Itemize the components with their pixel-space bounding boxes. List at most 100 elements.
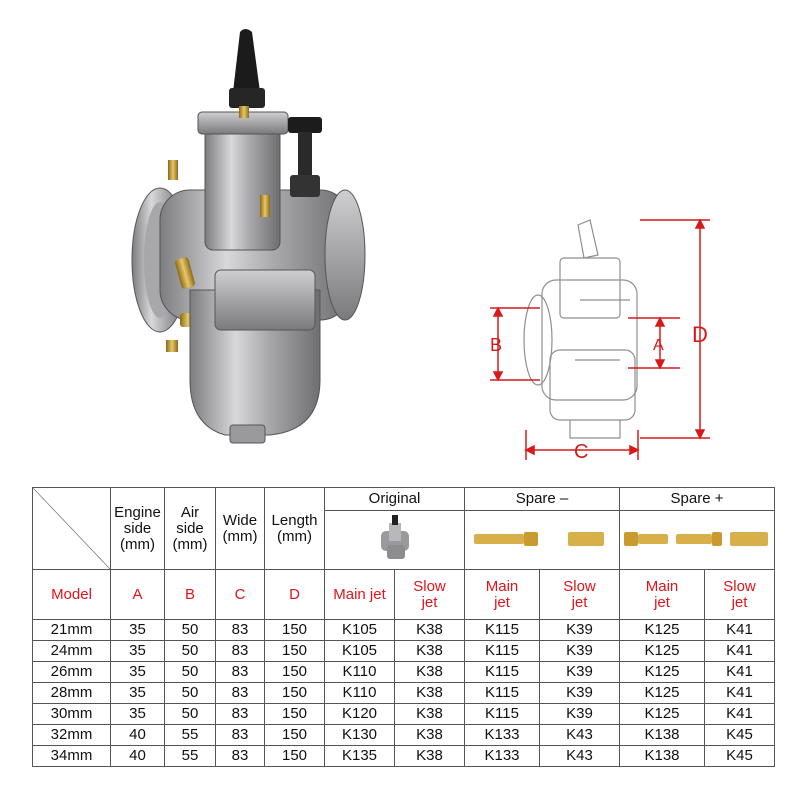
cell-model: 21mm (32, 619, 111, 641)
cell-minus-main: K115 (464, 619, 540, 641)
spare-plus-jets-thumbnail (619, 510, 776, 570)
cell-minus-main: K133 (464, 724, 540, 746)
original-carburetor-thumbnail (324, 510, 465, 570)
header-original: Original (324, 487, 465, 511)
cell-minus-slow: K43 (538, 724, 621, 746)
cell-orig-main: K105 (324, 619, 395, 641)
cell-d: 150 (264, 661, 325, 683)
header-wide: Wide (mm) (215, 487, 265, 570)
cell-plus-main: K125 (619, 703, 706, 725)
cell-plus-slow: K41 (704, 640, 776, 662)
cell-plus-slow: K41 (704, 661, 776, 683)
cell-a: 35 (110, 703, 165, 725)
cell-model: 34mm (32, 745, 111, 767)
cell-plus-main: K125 (619, 682, 706, 704)
cell-c: 83 (215, 745, 265, 767)
cell-minus-main: K115 (464, 640, 540, 662)
cell-a: 40 (110, 745, 165, 767)
cell-minus-main: K115 (464, 682, 540, 704)
cell-minus-main: K133 (464, 745, 540, 767)
spec-table: Engine side (mm) Air side (mm) Wide (mm)… (32, 487, 776, 767)
cell-plus-slow: K45 (704, 745, 776, 767)
cell-model: 24mm (32, 640, 111, 662)
cell-c: 83 (215, 724, 265, 746)
cell-b: 50 (164, 619, 216, 641)
header-minus-slow-jet: Slow jet (538, 569, 621, 620)
cell-model: 32mm (32, 724, 111, 746)
cell-d: 150 (264, 724, 325, 746)
cell-c: 83 (215, 640, 265, 662)
cell-b: 50 (164, 640, 216, 662)
spare-minus-jets-thumbnail (463, 510, 621, 570)
cell-model: 28mm (32, 682, 111, 704)
cell-orig-main: K120 (324, 703, 395, 725)
cell-minus-slow: K39 (538, 619, 621, 641)
cell-orig-slow: K38 (394, 640, 465, 662)
brass-jets-icon (624, 532, 769, 546)
header-spare-minus: Spare – (463, 487, 621, 511)
header-air-side: Air side (mm) (164, 487, 216, 570)
cell-plus-slow: K41 (704, 619, 776, 641)
cell-d: 150 (264, 682, 325, 704)
diagonal-corner-cell (32, 487, 111, 570)
cell-minus-slow: K39 (538, 682, 621, 704)
header-plus-main-jet: Main jet (619, 569, 706, 620)
cell-plus-slow: K45 (704, 724, 776, 746)
cell-orig-slow: K38 (394, 724, 465, 746)
cell-orig-slow: K38 (394, 703, 465, 725)
cell-b: 55 (164, 724, 216, 746)
cell-b: 55 (164, 745, 216, 767)
cell-orig-main: K105 (324, 640, 395, 662)
cell-a: 35 (110, 682, 165, 704)
cell-a: 40 (110, 724, 165, 746)
cell-d: 150 (264, 703, 325, 725)
cell-a: 35 (110, 661, 165, 683)
cell-minus-slow: K43 (538, 745, 621, 767)
cell-c: 83 (215, 703, 265, 725)
header-plus-slow-jet: Slow jet (704, 569, 776, 620)
header-model: Model (32, 569, 111, 620)
header-col-b: B (164, 569, 216, 620)
header-col-d: D (264, 569, 325, 620)
cell-minus-slow: K39 (538, 640, 621, 662)
dimension-diagram: B A D C (490, 218, 710, 463)
cell-c: 83 (215, 682, 265, 704)
header-engine-side: Engine side (mm) (110, 487, 165, 570)
cell-orig-main: K135 (324, 745, 395, 767)
header-col-c: C (215, 569, 265, 620)
cell-plus-main: K125 (619, 619, 706, 641)
cell-d: 150 (264, 619, 325, 641)
cell-b: 50 (164, 682, 216, 704)
cell-plus-main: K125 (619, 640, 706, 662)
header-length: Length (mm) (264, 487, 325, 570)
cell-orig-main: K110 (324, 682, 395, 704)
header-minus-main-jet: Main jet (464, 569, 540, 620)
cell-orig-slow: K38 (394, 661, 465, 683)
cell-c: 83 (215, 619, 265, 641)
dim-label-b: B (490, 335, 502, 355)
cell-model: 26mm (32, 661, 111, 683)
brass-jets-icon (474, 532, 604, 546)
header-original-slow-jet: Slow jet (394, 569, 465, 620)
cell-minus-slow: K39 (538, 703, 621, 725)
cell-orig-slow: K38 (394, 682, 465, 704)
cell-d: 150 (264, 745, 325, 767)
cell-plus-main: K138 (619, 724, 706, 746)
carburetor-photo (131, 29, 366, 444)
cell-c: 83 (215, 661, 265, 683)
dim-label-d: D (692, 322, 708, 347)
dim-label-a: A (653, 337, 664, 354)
cell-b: 50 (164, 661, 216, 683)
cell-a: 35 (110, 640, 165, 662)
cell-model: 30mm (32, 703, 111, 725)
cell-orig-slow: K38 (394, 745, 465, 767)
cell-minus-main: K115 (464, 661, 540, 683)
